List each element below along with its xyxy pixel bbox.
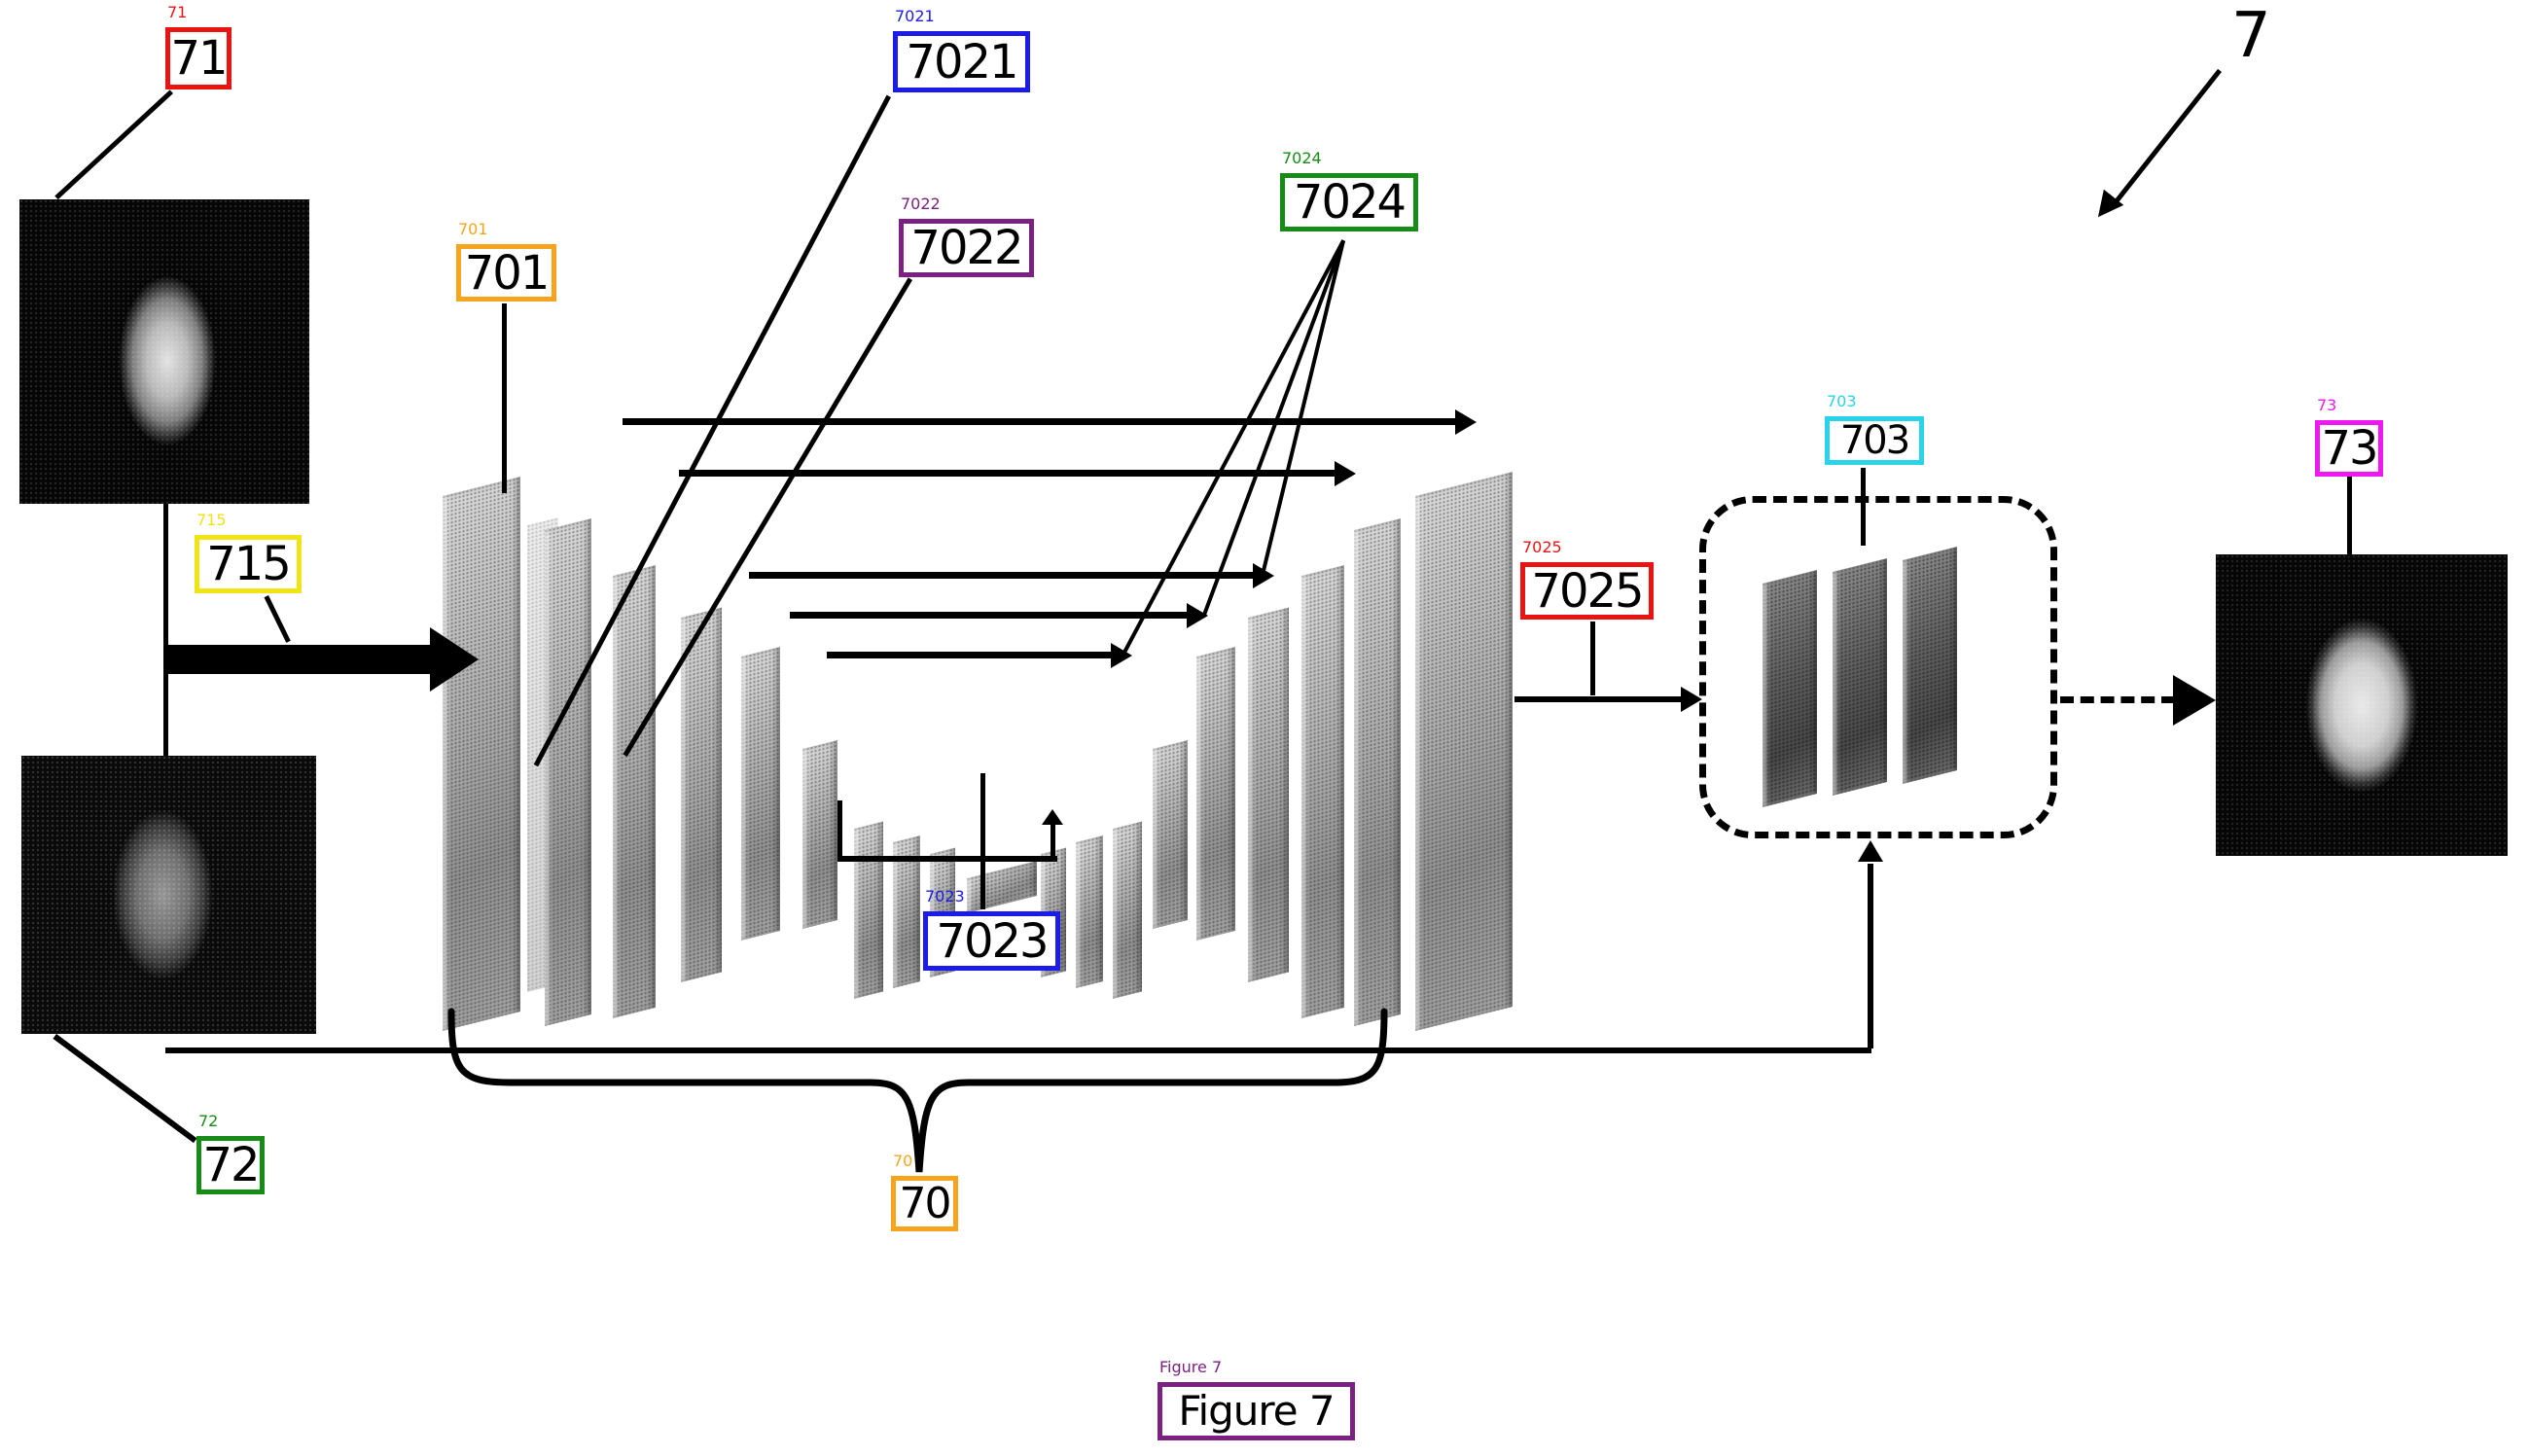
- input-arrow-shaft: [165, 645, 430, 674]
- bottleneck-connector-bottom: [837, 856, 1057, 862]
- ref-label-701: 701 701: [456, 222, 556, 302]
- leader-line-7024a: [1261, 240, 1345, 575]
- brace-70: [447, 1008, 1388, 1173]
- skip-connection-1: [623, 418, 1459, 425]
- ref-small-7022: 7022: [901, 195, 941, 213]
- bottleneck-connector-right: [1051, 825, 1055, 858]
- ref-small-7021: 7021: [895, 7, 935, 25]
- skip-connection-2-arrowhead: [1335, 461, 1356, 486]
- unet-encoder-slab-2: [545, 518, 591, 1026]
- ref-label-7022: 7022 7022: [899, 196, 1034, 277]
- figure-caption-box: Figure 7: [1158, 1382, 1355, 1440]
- ref-small-71: 71: [167, 3, 188, 21]
- output-face-image: [2216, 554, 2508, 856]
- leader-line-701: [502, 303, 507, 493]
- unet-bottleneck-slab-6: [1113, 821, 1142, 999]
- ref-box-70: 70: [891, 1176, 958, 1231]
- ref-label-7023: 7023 7023: [923, 889, 1060, 971]
- ref-label-703: 703 703: [1825, 394, 1924, 465]
- input-face-image: [19, 199, 309, 504]
- input-noise-image: [21, 756, 316, 1034]
- ref-box-7024: 7024: [1280, 173, 1418, 231]
- ref-box-701: 701: [456, 244, 556, 302]
- skip-connection-5: [827, 652, 1115, 658]
- module-slab-1: [1763, 570, 1817, 807]
- ref-small-715: 715: [196, 511, 227, 529]
- ref-box-715: 715: [195, 535, 302, 593]
- unet-decoder-slab-5: [1196, 647, 1235, 941]
- unet-encoder-slab-5: [741, 647, 780, 941]
- figure-number: 7: [2231, 0, 2271, 72]
- unet-decoder-slab-3: [1301, 565, 1344, 1018]
- ref-label-715: 715 715: [195, 513, 302, 593]
- input-arrow-head: [430, 627, 479, 692]
- unet-encoder-slab-6: [802, 740, 837, 929]
- figure-caption-small: Figure 7: [1159, 1358, 1223, 1376]
- ref-box-71: 71: [165, 27, 232, 89]
- ref-box-7021: 7021: [893, 31, 1030, 92]
- module-output-dashed-arrow: [2060, 696, 2175, 703]
- leader-line-7025: [1590, 621, 1595, 695]
- leader-line-7024b: [1202, 239, 1345, 616]
- ref-small-72: 72: [198, 1112, 219, 1130]
- ref-label-7021: 7021 7021: [893, 9, 1030, 92]
- ref-label-7024: 7024 7024: [1280, 151, 1418, 231]
- ref-box-72: 72: [196, 1136, 265, 1194]
- ref-label-71: 71 71: [165, 5, 232, 89]
- ref-small-7024: 7024: [1282, 149, 1322, 167]
- unet-decoder-slab-4: [1248, 607, 1289, 982]
- unet-bottleneck-slab-5: [1076, 835, 1103, 988]
- unet-bottleneck-bridge: [967, 861, 1037, 913]
- unet-bottleneck-slab-1: [854, 821, 883, 999]
- leader-line-71: [54, 89, 174, 200]
- ref-small-7025: 7025: [1522, 538, 1562, 556]
- ref-label-72: 72 72: [196, 1114, 265, 1194]
- ref-label-7025: 7025 7025: [1520, 540, 1654, 620]
- ref-label-70: 70 70: [891, 1154, 958, 1231]
- ref-box-7025: 7025: [1520, 562, 1654, 620]
- leader-line-715: [264, 595, 291, 643]
- feedback-line-horizontal: [165, 1048, 1871, 1053]
- unet-output-arrowhead: [1681, 687, 1702, 712]
- ref-box-7023: 7023: [923, 911, 1060, 971]
- unet-encoder-slab-4: [681, 607, 722, 982]
- unet-output-arrow: [1514, 696, 1686, 702]
- leader-line-7023: [980, 773, 985, 909]
- bottleneck-connector-left: [837, 800, 842, 861]
- skip-connection-2: [679, 470, 1338, 477]
- skip-connection-5-arrowhead: [1111, 643, 1132, 668]
- unet-decoder-slab-2: [1354, 518, 1401, 1026]
- ref-small-701: 701: [458, 220, 488, 238]
- module-slab-2: [1833, 558, 1887, 796]
- connector-image1-image2: [163, 504, 168, 756]
- figure-caption: Figure 7 Figure 7: [1158, 1360, 1355, 1440]
- figure-number-arrow-line: [2108, 68, 2222, 211]
- module-output-arrowhead: [2173, 675, 2216, 726]
- ref-small-73: 73: [2317, 396, 2337, 414]
- module-slab-3: [1903, 547, 1957, 784]
- ref-small-703: 703: [1827, 392, 1857, 410]
- ref-box-73: 73: [2315, 420, 2383, 477]
- bottleneck-connector-arrowhead: [1042, 809, 1063, 825]
- feedback-arrowhead: [1858, 840, 1883, 862]
- unet-encoder-slab-3: [613, 565, 656, 1018]
- ref-small-7023: 7023: [925, 887, 965, 906]
- ref-box-703: 703: [1825, 416, 1924, 465]
- ref-small-70: 70: [893, 1152, 913, 1170]
- unet-decoder-slab-6: [1153, 740, 1188, 929]
- unet-encoder-slab-1: [443, 477, 520, 1031]
- feedback-line-vertical: [1868, 864, 1873, 1048]
- skip-connection-1-arrowhead: [1455, 409, 1477, 435]
- leader-line-73: [2347, 477, 2352, 556]
- ref-label-73: 73 73: [2315, 398, 2383, 477]
- ref-box-7022: 7022: [899, 219, 1034, 277]
- unet-decoder-slab-1: [1415, 472, 1513, 1031]
- skip-connection-3-arrowhead: [1253, 563, 1274, 588]
- skip-connection-3: [749, 572, 1257, 579]
- leader-line-703: [1861, 468, 1866, 546]
- skip-connection-4: [790, 612, 1191, 619]
- skip-connection-4-arrowhead: [1187, 603, 1208, 628]
